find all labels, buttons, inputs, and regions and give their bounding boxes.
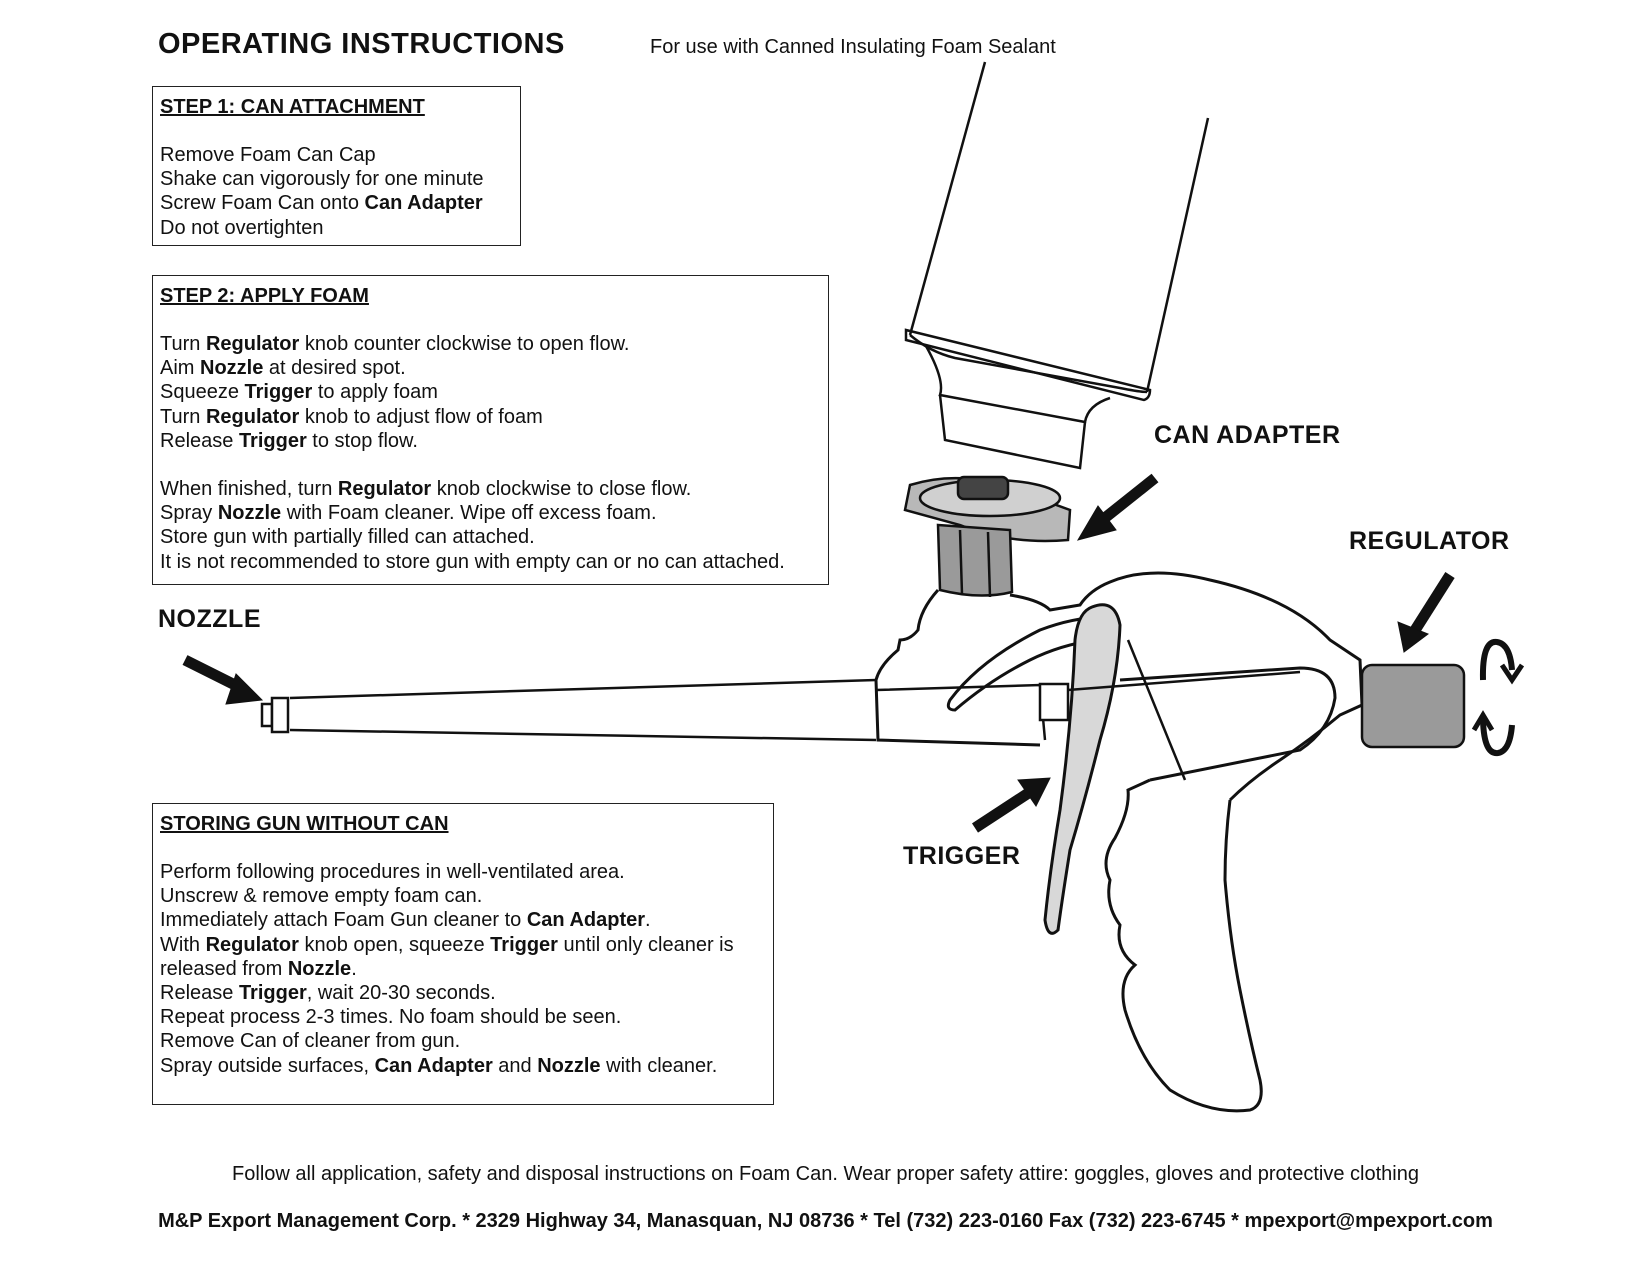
text: Immediately attach Foam Gun cleaner to bbox=[160, 909, 527, 932]
storing-box: STORING GUN WITHOUT CAN Perform followin… bbox=[152, 803, 774, 1105]
text: Squeeze bbox=[160, 381, 245, 404]
storing-line: Spray outside surfaces, Can Adapter and … bbox=[160, 1054, 766, 1078]
trigger-label: TRIGGER bbox=[903, 842, 1021, 870]
step2-box: STEP 2: APPLY FOAM Turn Regulator knob c… bbox=[152, 275, 829, 585]
storing-line: Release Trigger, wait 20-30 seconds. bbox=[160, 981, 766, 1005]
regulator-knob-drawing bbox=[1360, 663, 1466, 749]
bold-term: Regulator bbox=[205, 933, 299, 956]
text: Turn bbox=[160, 333, 206, 355]
text: at desired spot. bbox=[263, 357, 406, 380]
text: Screw Foam Can onto bbox=[160, 192, 365, 215]
safety-notice: Follow all application, safety and dispo… bbox=[232, 1163, 1419, 1185]
bold-term: Can Adapter bbox=[364, 192, 483, 215]
step2-line: Squeeze Trigger to apply foam bbox=[160, 380, 821, 404]
text: and bbox=[492, 1054, 538, 1077]
storing-line: Remove Can of cleaner from gun. bbox=[160, 1030, 461, 1053]
spacer bbox=[160, 453, 821, 477]
bold-term: Can Adapter bbox=[526, 909, 646, 932]
bold-term: Nozzle bbox=[537, 1054, 601, 1077]
step2-line: Spray Nozzle with Foam cleaner. Wipe off… bbox=[160, 501, 821, 525]
step2-line: It is not recommended to store gun with … bbox=[160, 550, 785, 573]
storing-line: With Regulator knob open, squeeze Trigge… bbox=[160, 933, 766, 957]
text: Release bbox=[160, 982, 239, 1005]
bold-term: Trigger bbox=[244, 381, 313, 404]
text: Turn bbox=[160, 405, 206, 428]
bold-term: Trigger bbox=[238, 982, 307, 1005]
can-adapter-drawing bbox=[903, 475, 1072, 598]
text: with cleaner. bbox=[600, 1054, 718, 1077]
foam-can-drawing bbox=[904, 61, 1210, 470]
step2-heading: STEP 2: APPLY FOAM bbox=[160, 285, 369, 307]
step2-line: Turn Regulator knob counter clockwise to… bbox=[160, 332, 821, 356]
step1-box: STEP 1: CAN ATTACHMENT Remove Foam Can C… bbox=[152, 86, 521, 246]
text: Release bbox=[160, 429, 239, 452]
text: with Foam cleaner. Wipe off excess foam. bbox=[281, 502, 657, 525]
pointer-arrows bbox=[182, 473, 1455, 833]
bold-term: Nozzle bbox=[200, 357, 264, 380]
bold-term: Regulator bbox=[205, 405, 300, 428]
text: knob counter clockwise to open flow. bbox=[299, 333, 630, 355]
can-adapter-label: CAN ADAPTER bbox=[1154, 421, 1341, 449]
text: until only cleaner is bbox=[557, 933, 734, 956]
storing-line: Perform following procedures in well-ven… bbox=[160, 861, 625, 883]
rotation-arrows bbox=[1471, 638, 1525, 757]
step1-line3: Screw Foam Can onto Can Adapter bbox=[160, 191, 513, 215]
storing-heading: STORING GUN WITHOUT CAN bbox=[160, 813, 449, 835]
text: knob open, squeeze bbox=[298, 933, 491, 956]
bold-term: Nozzle bbox=[217, 502, 282, 525]
nozzle-label: NOZZLE bbox=[158, 605, 261, 633]
text: Spray bbox=[160, 502, 218, 525]
text: knob clockwise to close flow. bbox=[431, 478, 692, 501]
step2-line: Release Trigger to stop flow. bbox=[160, 429, 821, 453]
storing-line: released from Nozzle. bbox=[160, 957, 766, 981]
text: . bbox=[645, 909, 651, 932]
bold-term: Trigger bbox=[490, 933, 558, 956]
storing-line: Unscrew & remove empty foam can. bbox=[160, 885, 483, 908]
page-title: OPERATING INSTRUCTIONS bbox=[158, 28, 565, 60]
nozzle-drawing bbox=[260, 670, 1301, 742]
page-subtitle: For use with Canned Insulating Foam Seal… bbox=[650, 36, 1056, 58]
text: Spray outside surfaces, bbox=[160, 1054, 375, 1077]
storing-line: Repeat process 2-3 times. No foam should… bbox=[160, 1006, 622, 1029]
text: When finished, turn bbox=[160, 478, 338, 501]
text: Aim bbox=[160, 357, 200, 380]
text: With bbox=[160, 933, 206, 956]
gun-body-drawing bbox=[874, 571, 1364, 1113]
text: to apply foam bbox=[312, 381, 438, 404]
regulator-label: REGULATOR bbox=[1349, 527, 1510, 555]
bold-term: Can Adapter bbox=[374, 1054, 493, 1077]
step1-line1: Remove Foam Can Cap bbox=[160, 144, 376, 166]
step2-line: Store gun with partially filled can atta… bbox=[160, 526, 535, 549]
step2-line: Aim Nozzle at desired spot. bbox=[160, 356, 821, 380]
text: to stop flow. bbox=[306, 429, 418, 452]
step2-line: When finished, turn Regulator knob clock… bbox=[160, 477, 821, 501]
step1-line4: Do not overtighten bbox=[160, 216, 324, 239]
step2-line: Turn Regulator knob to adjust flow of fo… bbox=[160, 405, 821, 429]
text: . bbox=[351, 957, 357, 980]
bold-term: Trigger bbox=[238, 429, 307, 452]
company-contact: M&P Export Management Corp. * 2329 Highw… bbox=[158, 1210, 1493, 1232]
step1-line2: Shake can vigorously for one minute bbox=[160, 168, 484, 191]
bold-term: Regulator bbox=[205, 333, 300, 355]
storing-line: Immediately attach Foam Gun cleaner to C… bbox=[160, 908, 766, 932]
bold-term: Nozzle bbox=[287, 957, 352, 980]
step1-heading: STEP 1: CAN ATTACHMENT bbox=[160, 96, 425, 118]
text: released from bbox=[160, 957, 288, 980]
text: knob to adjust flow of foam bbox=[299, 405, 543, 428]
bold-term: Regulator bbox=[337, 478, 432, 501]
text: , wait 20-30 seconds. bbox=[306, 982, 496, 1005]
